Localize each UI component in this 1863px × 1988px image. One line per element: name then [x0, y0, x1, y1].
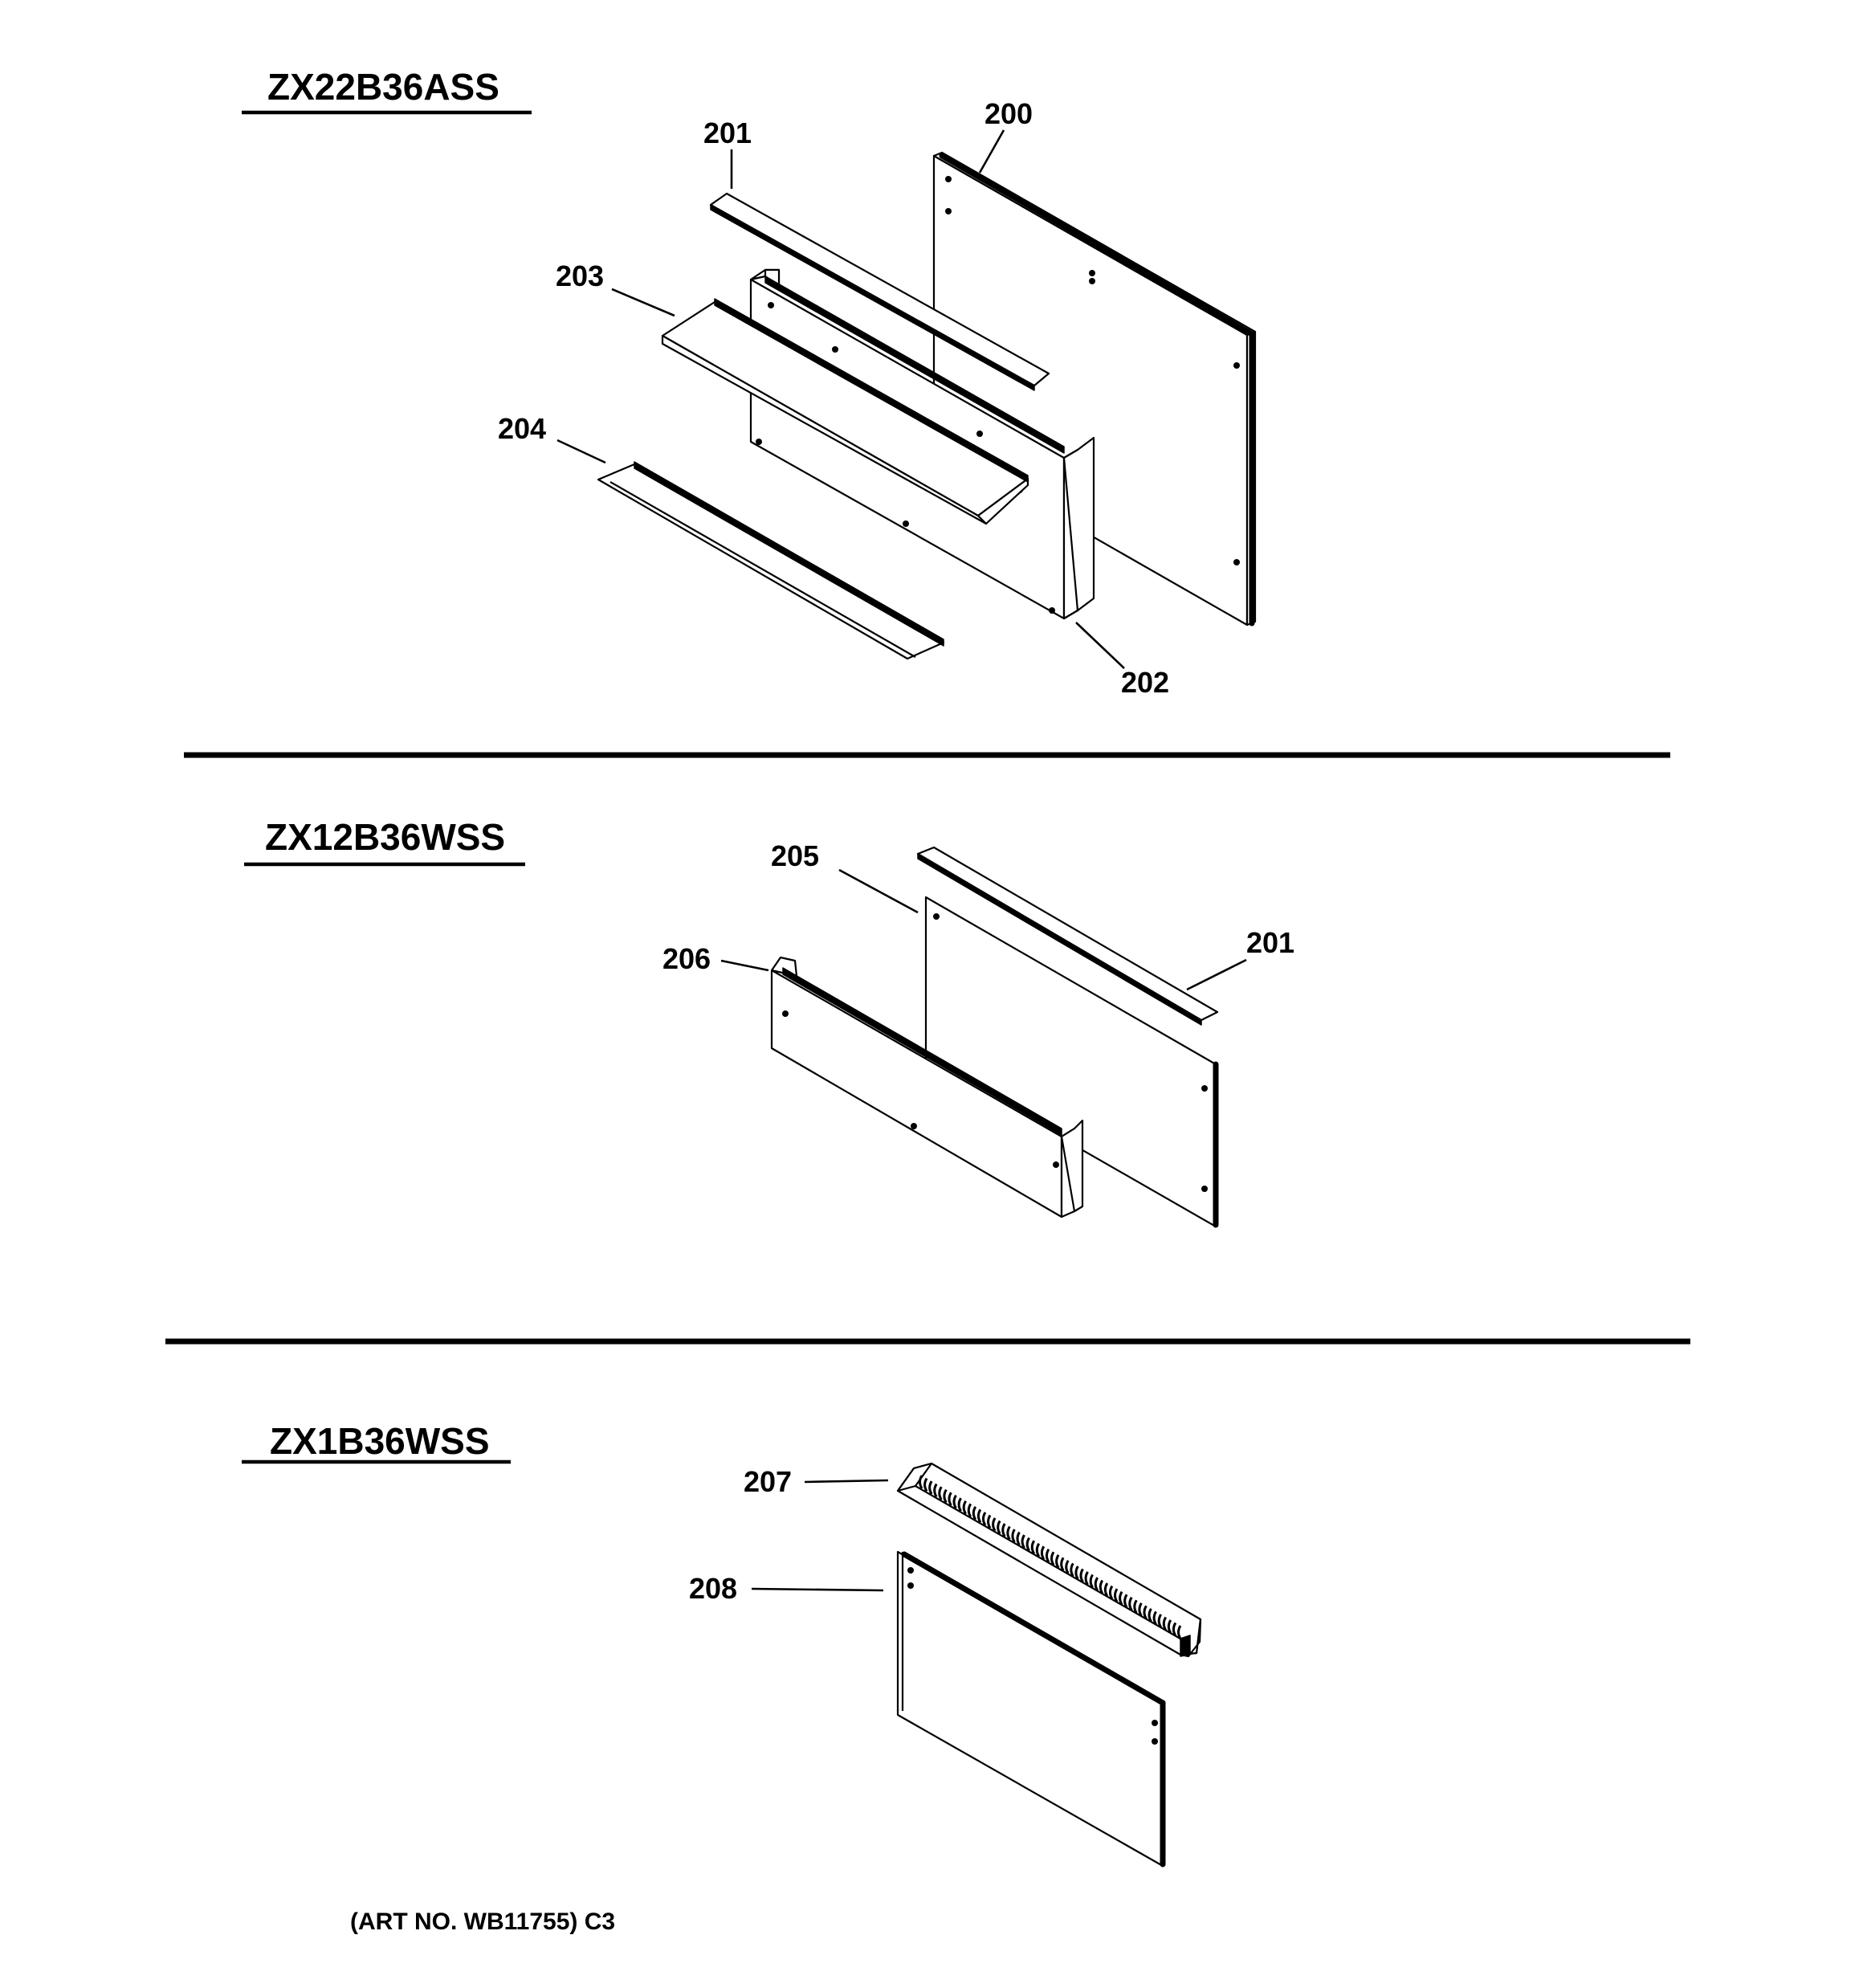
vent-slot [1089, 1574, 1094, 1589]
vent-slot [919, 1475, 923, 1489]
vent-slot [923, 1477, 928, 1492]
vent-slot [1157, 1614, 1163, 1628]
vent-slot [1060, 1557, 1065, 1572]
vent-slot [972, 1506, 977, 1521]
callout-label: 201 [1246, 926, 1294, 959]
vent-slot [933, 1483, 938, 1498]
callout-label: 205 [771, 839, 819, 872]
callout-label: 207 [744, 1465, 792, 1498]
part-200-back-panel [932, 151, 1257, 627]
vent-slot [1016, 1531, 1021, 1546]
vent-slot [967, 1503, 972, 1518]
vent-slot [962, 1500, 967, 1515]
part-205-panel [924, 896, 1219, 1228]
vent-slot [1148, 1608, 1152, 1623]
part-206-front-channel [770, 956, 1084, 1219]
vent-slot [1094, 1577, 1099, 1591]
vent-slot [952, 1494, 957, 1509]
vent-slot [1021, 1534, 1025, 1549]
vent-slot [1025, 1537, 1030, 1552]
vent-slot [1152, 1610, 1157, 1626]
part-201-top-strip [916, 846, 1219, 1026]
vent-slot [1055, 1553, 1060, 1569]
part-208-bottom-panel [896, 1550, 1166, 1868]
vent-slot [1050, 1551, 1055, 1566]
part-207-vent-grille [896, 1462, 1202, 1658]
vent-slot [1099, 1579, 1104, 1594]
vent-slot [1065, 1560, 1070, 1574]
vent-slot [981, 1512, 987, 1526]
vent-slot [1138, 1602, 1143, 1617]
callout-label: 208 [689, 1572, 737, 1605]
section-zx22b36ass: ZX22B36ASS [242, 66, 1257, 699]
vent-slot [1045, 1548, 1050, 1563]
art-number: (ART NO. WB11755) C3 [350, 1908, 615, 1935]
vent-slot [957, 1497, 962, 1512]
vent-slot [1079, 1568, 1084, 1583]
part-203-trim-bar [661, 298, 1029, 525]
vent-slot [1040, 1545, 1046, 1561]
vent-slot [992, 1517, 997, 1532]
vent-slot [1114, 1588, 1119, 1602]
vent-slot [1162, 1616, 1168, 1631]
vent-slot [1070, 1562, 1074, 1578]
vent-slot [1084, 1571, 1089, 1586]
vent-slot [948, 1492, 952, 1506]
vent-slot [1030, 1540, 1036, 1554]
section-zx1b36wss: ZX1B36WSS 207 208 [242, 1420, 1202, 1868]
vent-slot [1123, 1594, 1128, 1608]
vent-slot [1035, 1542, 1041, 1557]
vent-slot [1074, 1565, 1079, 1580]
model-title: ZX12B36WSS [265, 816, 505, 858]
vent-slot [1001, 1523, 1006, 1537]
vent-slot [1119, 1590, 1123, 1606]
vent-slot [1167, 1619, 1172, 1634]
callout-label: 201 [703, 116, 752, 149]
section-zx12b36wss: ZX12B36WSS 205 206 [244, 816, 1294, 1228]
vent-slot [1133, 1599, 1138, 1614]
vent-slot [1172, 1622, 1177, 1637]
vent-slot [1011, 1529, 1016, 1543]
vent-slot [928, 1480, 933, 1495]
vent-slot [943, 1488, 948, 1504]
callout-label: 206 [662, 942, 711, 975]
vent-slot [1108, 1585, 1114, 1600]
model-title: ZX22B36ASS [267, 66, 499, 108]
vent-slot [976, 1508, 982, 1524]
vent-slot [987, 1514, 992, 1529]
vent-slot [997, 1520, 1001, 1535]
vent-slot [938, 1486, 943, 1500]
vent-slot [1103, 1582, 1109, 1597]
callout-label: 200 [984, 97, 1033, 130]
callout-label: 202 [1121, 666, 1169, 699]
model-title: ZX1B36WSS [270, 1420, 490, 1462]
callout-label: 203 [556, 259, 604, 292]
vent-slot [1177, 1625, 1182, 1639]
part-204-bottom-strip [597, 461, 945, 660]
vent-slots [919, 1475, 1182, 1639]
part-201-top-strip [709, 192, 1050, 391]
vent-slot [1143, 1605, 1148, 1620]
vent-slot [1128, 1596, 1133, 1611]
callout-label: 204 [498, 412, 546, 445]
vent-slot [1006, 1525, 1011, 1541]
